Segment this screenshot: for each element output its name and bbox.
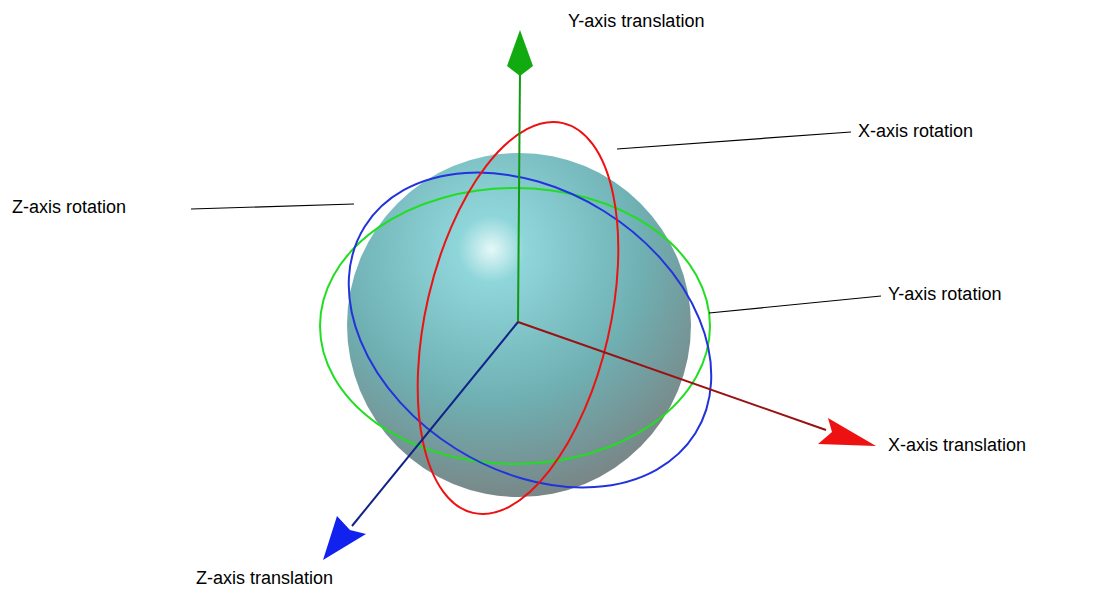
axis-label: Z-axis rotation	[12, 197, 126, 218]
leader-line	[709, 296, 881, 313]
y-axis-line	[518, 70, 520, 322]
y-axis-arrowhead	[507, 30, 533, 76]
axis-label: Y-axis translation	[568, 11, 704, 32]
x-axis-line	[518, 322, 826, 430]
axis-label: Y-axis rotation	[888, 284, 1001, 305]
axis-label: X-axis translation	[888, 435, 1026, 456]
leader-line	[191, 204, 354, 209]
axis-label: X-axis rotation	[858, 121, 973, 142]
leader-line	[617, 132, 851, 149]
x-axis-arrowhead	[818, 418, 876, 446]
z-rotation-ring	[290, 108, 769, 552]
z-axis-arrowhead	[323, 516, 366, 560]
z-axis-line	[352, 322, 518, 526]
axis-label: Z-axis translation	[196, 568, 333, 589]
